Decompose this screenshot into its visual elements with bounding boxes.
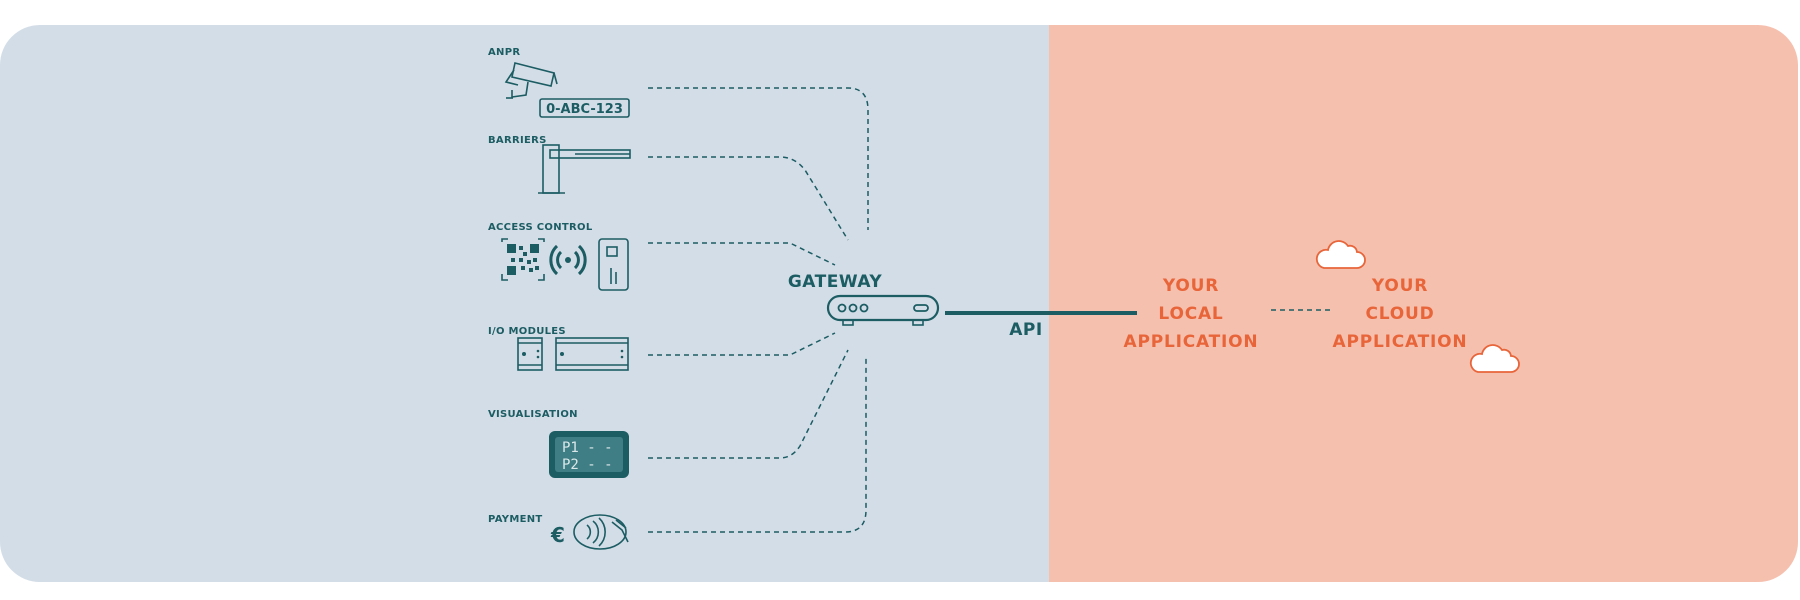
connector-barriers — [648, 156, 849, 241]
local-app-line-1: YOUR — [1162, 276, 1219, 296]
io-module-large-icon — [555, 337, 629, 371]
right-panel-background — [1049, 25, 1798, 582]
cloud-app-line-3: APPLICATION — [1333, 332, 1468, 352]
device-label-io-modules: I/O MODULES — [488, 326, 566, 337]
cloud-app-line-2: CLOUD — [1365, 304, 1434, 324]
device-connectors — [648, 87, 869, 533]
display-panel-icon: P1 - - P2 - - — [549, 431, 629, 478]
euro-icon: € — [550, 523, 565, 547]
cloud-icon — [1315, 240, 1366, 269]
cloud-icon — [1469, 344, 1520, 373]
gateway-router-icon — [826, 294, 940, 326]
device-label-access-control: ACCESS CONTROL — [488, 222, 593, 233]
device-label-visualisation: VISUALISATION — [488, 409, 578, 420]
local-app-line-3: APPLICATION — [1124, 332, 1259, 352]
barrier-gate-icon — [538, 144, 631, 194]
plate-text: 0-ABC-123 — [546, 102, 623, 117]
access-card-icon — [598, 238, 629, 291]
gateway-label: GATEWAY — [788, 272, 883, 292]
device-label-barriers: BARRIERS — [488, 135, 547, 146]
license-plate — [539, 98, 630, 118]
left-panel-background — [0, 25, 1100, 582]
qr-code-icon — [501, 238, 545, 281]
device-label-payment: PAYMENT — [488, 514, 543, 525]
local-app-line-2: LOCAL — [1158, 304, 1223, 324]
connector-access-control — [648, 242, 836, 266]
wireless-reader-icon — [549, 244, 587, 276]
display-line-1: P1 - - — [562, 440, 613, 456]
contactless-payment-icon — [573, 514, 629, 550]
device-label-anpr: ANPR — [488, 47, 520, 58]
io-module-small-icon — [517, 337, 543, 371]
api-label: API — [1009, 320, 1042, 340]
anpr-camera-icon — [504, 62, 558, 99]
connector-anpr — [648, 87, 869, 230]
display-line-2: P2 - - — [562, 457, 613, 473]
connector-visualisation — [648, 349, 849, 459]
connector-io-modules — [648, 332, 836, 356]
cloud-app-line-1: YOUR — [1371, 276, 1428, 296]
